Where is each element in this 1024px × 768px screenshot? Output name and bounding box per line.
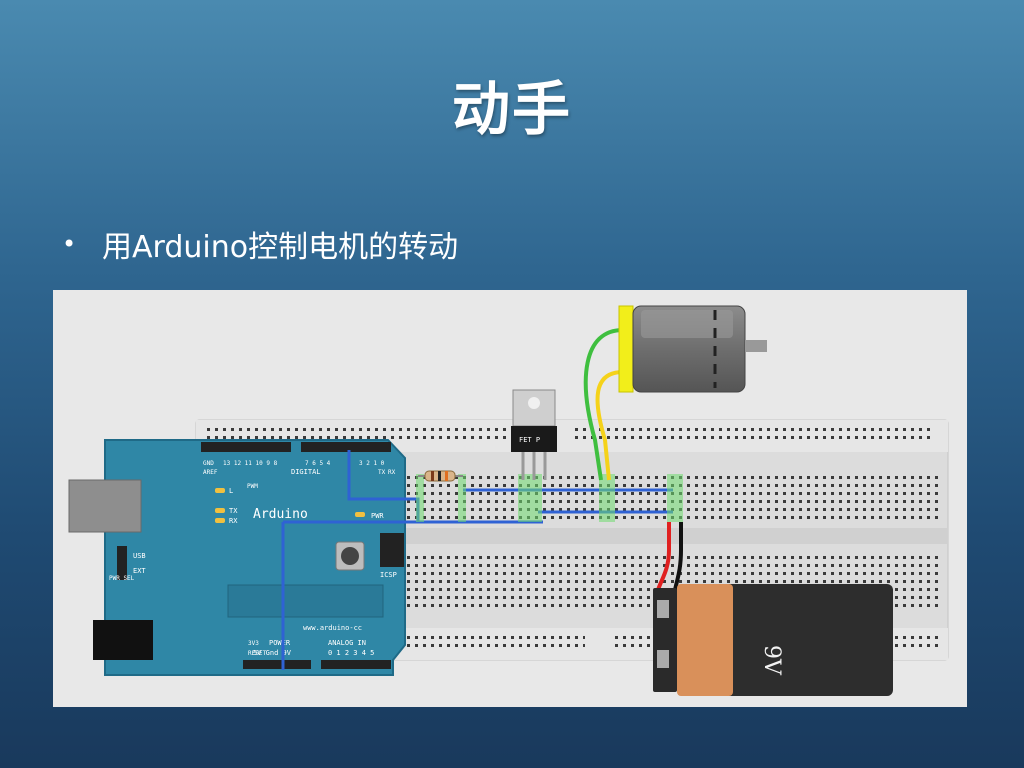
battery-9v: 9V — [653, 584, 893, 696]
power-label: POWER — [269, 639, 291, 647]
power-pins-label: 5V Gnd 9V — [253, 649, 292, 657]
highlight-columns — [416, 474, 683, 522]
dc-motor — [618, 305, 767, 393]
aref-label: AREF — [203, 469, 218, 476]
rx-top-label: RX — [388, 469, 396, 476]
reset-label: RESET — [248, 650, 266, 657]
pwr-sel-label: PWR SEL — [109, 575, 135, 582]
arduino-board: Arduino DIGITAL L TX RX PWR USB EXT ICSP… — [68, 439, 406, 676]
analog-nums-label: 0 1 2 3 4 5 — [328, 649, 374, 657]
digital-label: DIGITAL — [291, 468, 321, 476]
digital-nums3-label: 3 2 1 0 — [359, 460, 385, 467]
icsp-label: ICSP — [380, 571, 397, 579]
battery-wire-red — [656, 522, 671, 591]
power-jack — [93, 620, 153, 660]
battery-wire-black — [673, 522, 683, 591]
tx-led-label: TX — [229, 507, 238, 515]
url-label: www.arduino-cc — [303, 624, 362, 632]
transistor: FET P — [511, 389, 557, 480]
icsp-header — [380, 533, 404, 567]
pwr-led-label: PWR — [371, 512, 384, 520]
motor-wire-green — [583, 328, 624, 481]
bullet-text: 用Arduino控制电机的转动 — [102, 230, 459, 265]
ext-label: EXT — [133, 567, 146, 575]
digital-nums-label: 13 12 11 10 9 8 — [223, 460, 278, 467]
usb-connector — [68, 479, 142, 533]
transistor-label: FET P — [519, 436, 540, 444]
resistor — [418, 470, 463, 482]
l-led-label: L — [229, 487, 233, 495]
tx-top-label: TX — [378, 469, 386, 476]
digital-nums2-label: 7 6 5 4 — [305, 460, 331, 467]
circuit-diagram: Arduino DIGITAL L TX RX PWR USB EXT ICSP… — [53, 290, 967, 707]
usb-label: USB — [133, 552, 146, 560]
motor-wire-yellow — [595, 370, 624, 481]
rx-led-label: RX — [229, 517, 238, 525]
arduino-logo-text: Arduino — [253, 507, 308, 522]
v3-label: 3V3 — [248, 640, 259, 647]
gnd-label: GND — [203, 460, 214, 467]
slide-title: 动手 — [451, 75, 572, 143]
analog-in-label: ANALOG IN — [328, 639, 366, 647]
pwm-label: PWM — [247, 483, 258, 490]
circuit-svg: Arduino DIGITAL L TX RX PWR USB EXT ICSP… — [68, 305, 949, 696]
battery-label: 9V — [759, 645, 784, 676]
bullet-item: • 用Arduino控制电机的转动 — [62, 222, 458, 266]
signal-wires — [281, 450, 673, 670]
bullet-dot: • — [62, 230, 77, 258]
